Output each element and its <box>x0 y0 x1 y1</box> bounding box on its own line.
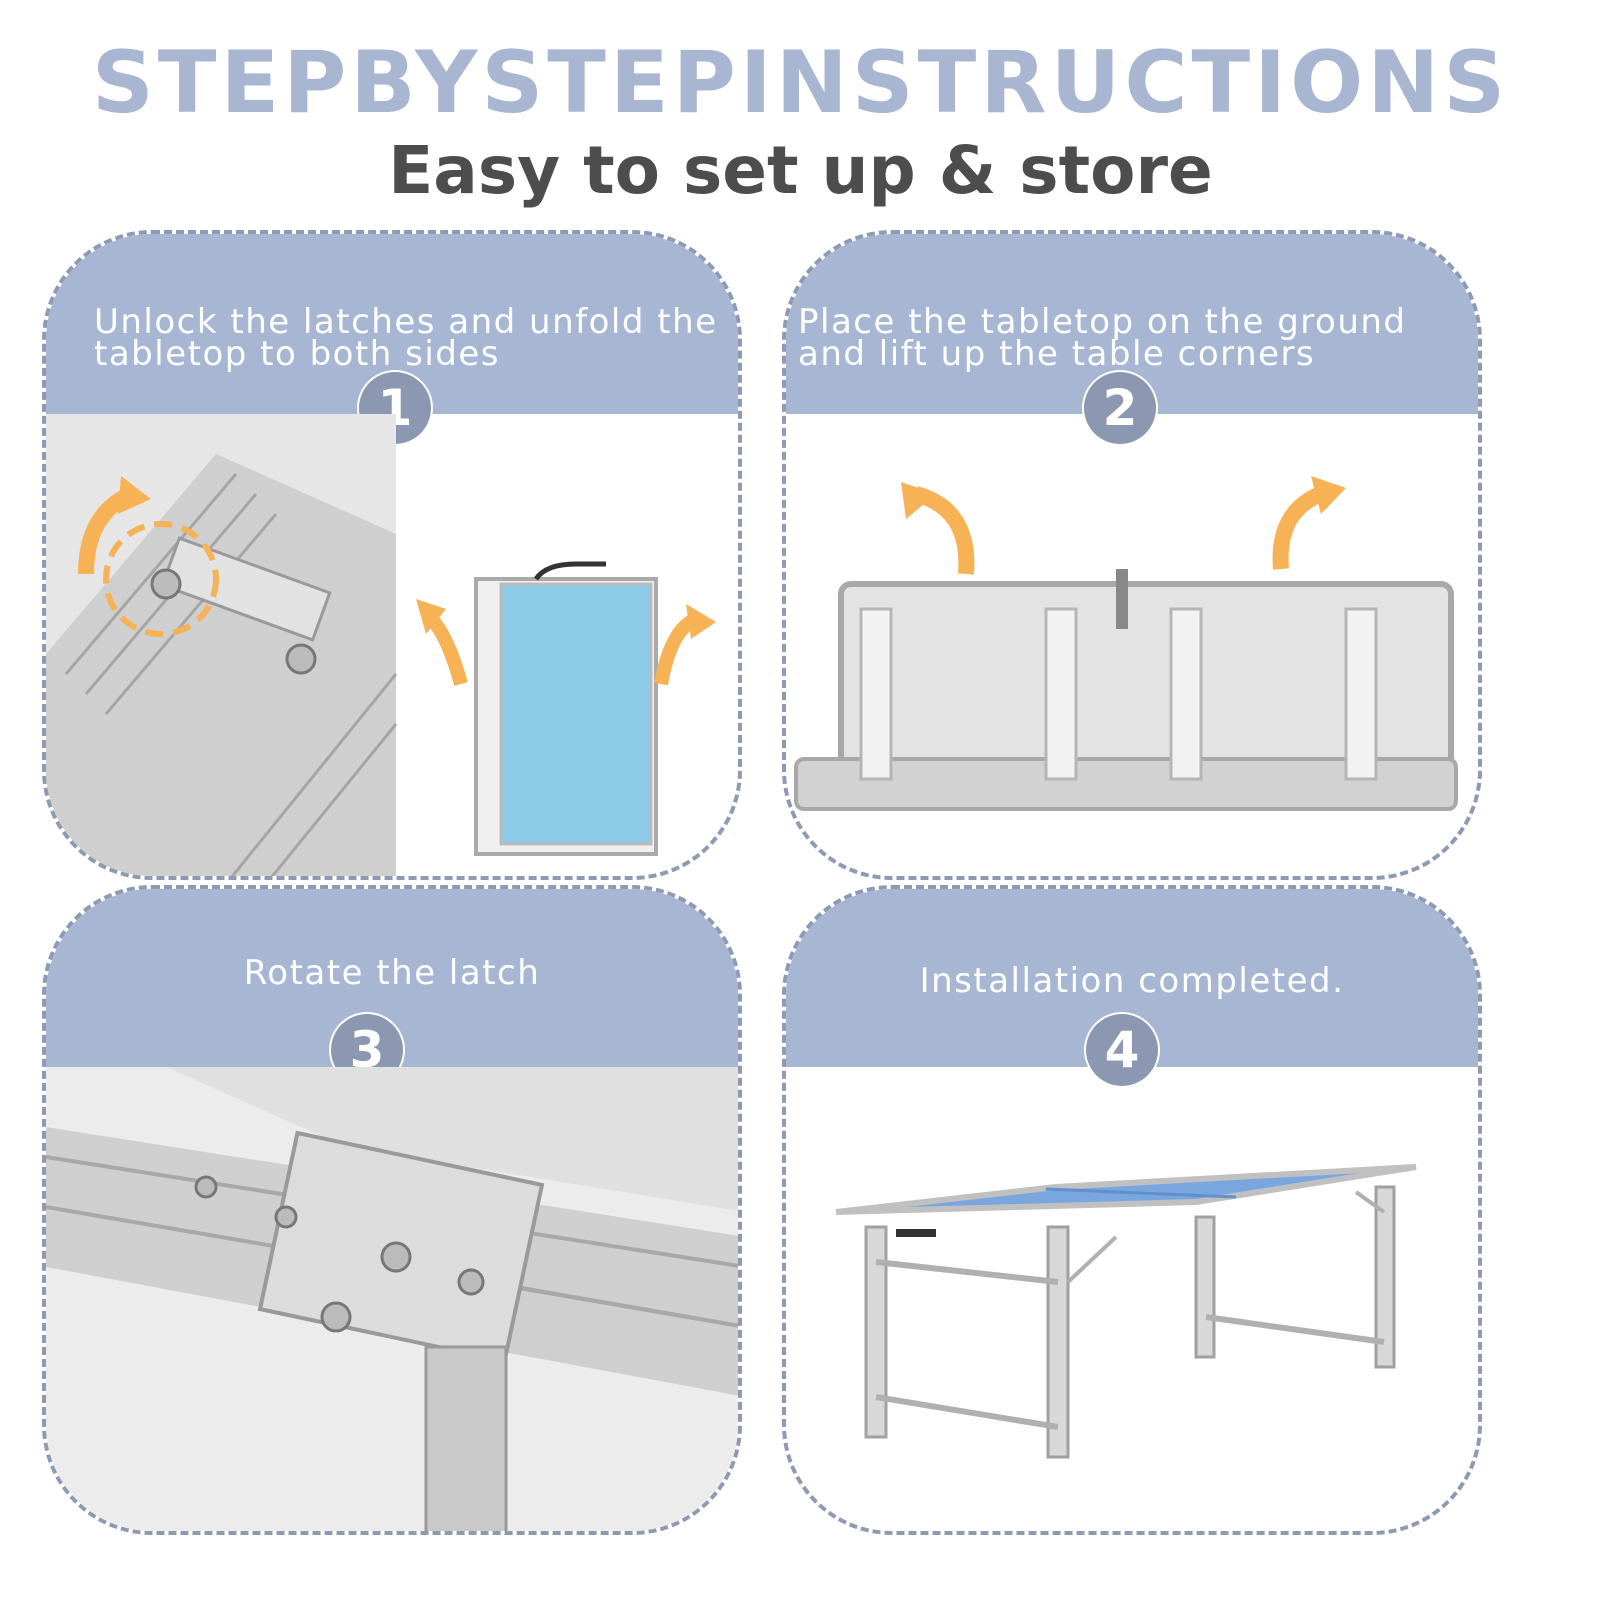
step-card-2: Place the tabletop on the ground and lif… <box>782 230 1482 880</box>
step-caption-2-line-1: Place the tabletop on the ground <box>798 302 1407 342</box>
header-subtitle: Easy to set up & store <box>388 132 1213 209</box>
curved-arrow-icon <box>1272 484 1329 570</box>
step-card-1: Unlock the latches and unfold the tablet… <box>42 230 742 880</box>
step-caption-3-line-1: Rotate the latch <box>243 953 541 993</box>
step-caption-3: Rotate the latch <box>46 953 738 993</box>
step-card-3: Rotate the latch 3 <box>42 885 742 1535</box>
step-caption-2-line-2: and lift up the table corners <box>798 334 1316 374</box>
step-caption-1-line-1: Unlock the latches and unfold the <box>94 302 718 342</box>
step-badge-2: 2 <box>1084 372 1156 444</box>
step-illustration-2 <box>786 414 1478 876</box>
step-caption-1: Unlock the latches and unfold the tablet… <box>94 302 728 374</box>
header-title: STEPBYSTEPINSTRUCTIONS <box>91 33 1510 133</box>
step-caption-4: Installation completed. <box>786 961 1478 1001</box>
step-illustration-3 <box>46 1067 738 1531</box>
step-caption-4-line-1: Installation completed. <box>919 961 1345 1001</box>
step-card-4: Installation completed. 4 <box>782 885 1482 1535</box>
step-illustration-4 <box>786 1067 1478 1531</box>
step-illustration-1 <box>46 414 738 876</box>
curved-arrow-icon <box>913 486 975 575</box>
step-badge-4: 4 <box>1086 1014 1158 1086</box>
step-caption-2: Place the tabletop on the ground and lif… <box>798 302 1468 374</box>
latch-highlight-circle-icon <box>103 521 219 637</box>
step-caption-1-line-2: tabletop to both sides <box>94 334 501 374</box>
